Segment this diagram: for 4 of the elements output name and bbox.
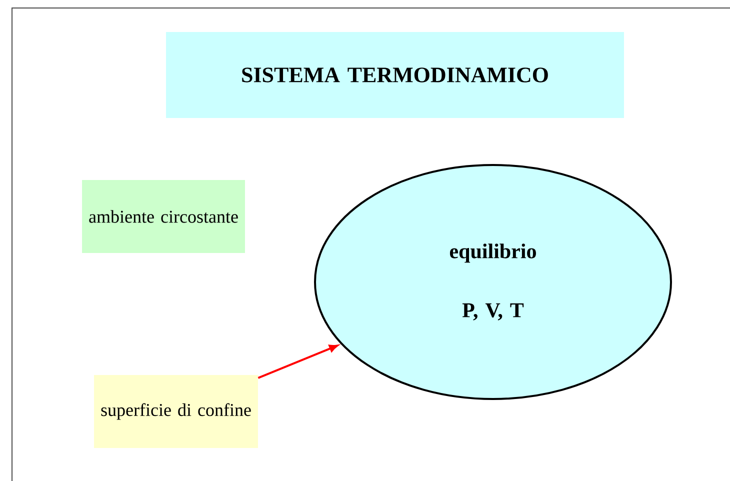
- arrow: [258, 344, 338, 379]
- label-box: ambiente circostante: [82, 180, 245, 253]
- title-box: SISTEMA TERMODINAMICO: [166, 32, 624, 118]
- label-box: superficie di confine: [94, 374, 258, 448]
